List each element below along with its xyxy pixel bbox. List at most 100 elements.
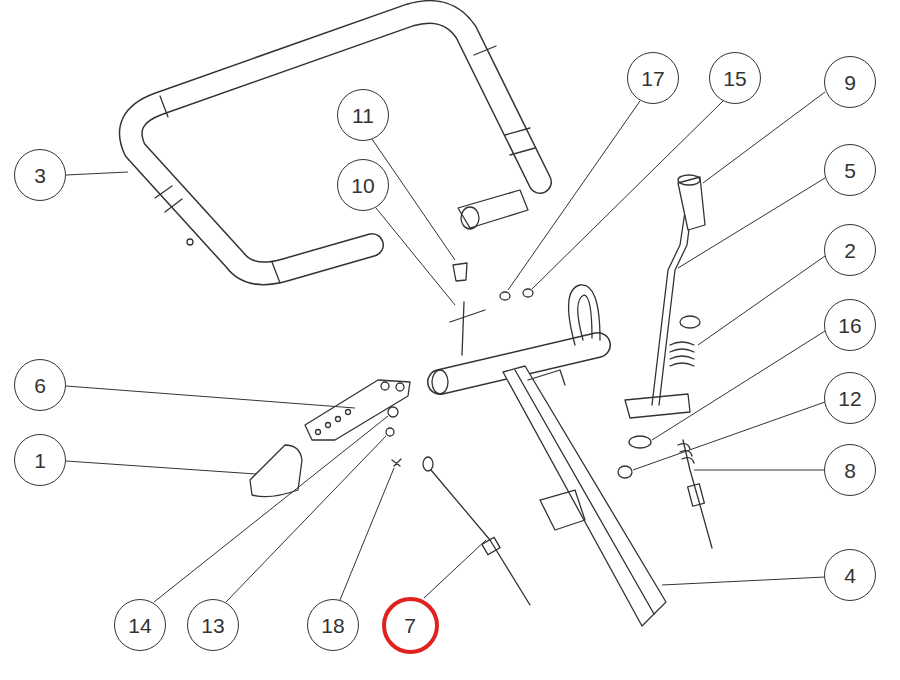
callout-label: 12 bbox=[838, 388, 861, 409]
callout-label: 1 bbox=[34, 450, 46, 471]
lever-plate bbox=[625, 394, 690, 418]
bracket bbox=[458, 190, 528, 228]
leader-line bbox=[694, 470, 825, 471]
washer bbox=[388, 407, 398, 417]
pin bbox=[510, 148, 535, 155]
pin bbox=[505, 128, 530, 135]
cable bbox=[431, 470, 530, 605]
leader-line bbox=[532, 101, 723, 289]
leader-line bbox=[652, 331, 825, 440]
callout-number: 9 bbox=[824, 56, 876, 108]
leader-line bbox=[678, 178, 825, 268]
cable-ferrule bbox=[482, 537, 500, 554]
leader-line bbox=[662, 577, 825, 585]
leader-lines bbox=[66, 92, 825, 602]
frame-edge bbox=[515, 370, 654, 614]
link-plate bbox=[305, 380, 410, 440]
leader-line bbox=[154, 416, 388, 602]
leader-line bbox=[66, 386, 355, 408]
grip-cover bbox=[250, 445, 302, 497]
callout-number: 18 bbox=[307, 599, 359, 651]
callout-label: 2 bbox=[844, 240, 856, 261]
cable-eye bbox=[423, 457, 433, 471]
callout-number: 16 bbox=[824, 299, 876, 351]
callout-label: 9 bbox=[844, 72, 856, 93]
washer bbox=[629, 436, 651, 448]
callout-number: 15 bbox=[709, 52, 761, 104]
callout-label: 16 bbox=[838, 315, 861, 336]
callout-number: 4 bbox=[824, 549, 876, 601]
callout-number: 13 bbox=[187, 599, 239, 651]
leader-line bbox=[698, 256, 825, 345]
knob-top bbox=[678, 175, 700, 185]
callout-label: 7 bbox=[404, 615, 416, 636]
leader-line bbox=[633, 402, 825, 470]
hole bbox=[316, 430, 321, 435]
frame-clip bbox=[528, 370, 565, 385]
hole bbox=[381, 382, 389, 390]
callout-label: 17 bbox=[641, 68, 664, 89]
tube-end bbox=[432, 370, 448, 394]
grip-mark bbox=[474, 46, 496, 55]
leader-line bbox=[66, 461, 256, 474]
grip-mark bbox=[155, 186, 172, 198]
hole bbox=[396, 383, 404, 391]
bracket-tube bbox=[461, 207, 479, 229]
hook-loop bbox=[578, 295, 592, 340]
washer bbox=[680, 316, 700, 328]
cap bbox=[453, 263, 467, 281]
nut bbox=[386, 428, 394, 436]
grip-mark bbox=[165, 199, 182, 212]
leader-line bbox=[703, 92, 825, 183]
hole bbox=[346, 410, 351, 415]
callout-label: 5 bbox=[844, 160, 856, 181]
callout-number: 6 bbox=[14, 359, 66, 411]
lever-rod bbox=[659, 205, 692, 405]
callout-number: 5 bbox=[824, 144, 876, 196]
nut bbox=[618, 466, 632, 478]
frame-bracket bbox=[540, 490, 585, 530]
callout-number: 1 bbox=[14, 434, 66, 486]
callout-number: 7 bbox=[382, 597, 439, 654]
callout-number: 17 bbox=[627, 52, 679, 104]
callout-number: 3 bbox=[14, 149, 66, 201]
grip-mark bbox=[272, 262, 280, 283]
washer bbox=[523, 289, 533, 297]
callout-label: 11 bbox=[352, 105, 374, 126]
callout-label: 14 bbox=[128, 615, 151, 636]
callout-label: 4 bbox=[844, 565, 856, 586]
callout-number: 11 bbox=[337, 89, 389, 141]
callout-label: 13 bbox=[201, 615, 224, 636]
cable bbox=[683, 440, 712, 548]
callout-label: 10 bbox=[351, 175, 374, 196]
leader-line bbox=[340, 468, 394, 600]
leader-line bbox=[376, 208, 455, 305]
callout-number: 2 bbox=[824, 224, 876, 276]
t-handle-bar bbox=[450, 310, 485, 322]
callout-label: 15 bbox=[723, 68, 746, 89]
t-handle-stem bbox=[462, 302, 464, 355]
pin bbox=[392, 459, 401, 466]
leader-line bbox=[66, 172, 128, 175]
callout-number: 14 bbox=[114, 599, 166, 651]
washer bbox=[500, 292, 510, 300]
hook-loop bbox=[569, 285, 600, 345]
callout-label: 6 bbox=[34, 375, 46, 396]
callout-number: 10 bbox=[337, 159, 389, 211]
frame-tube bbox=[503, 366, 666, 626]
lever-rod bbox=[652, 205, 686, 405]
callout-number: 12 bbox=[824, 372, 876, 424]
callout-label: 3 bbox=[34, 165, 46, 186]
callout-label: 18 bbox=[321, 615, 344, 636]
handle-bar-fill bbox=[131, 12, 540, 273]
cable-ferrule bbox=[688, 484, 705, 506]
bolt-hole bbox=[187, 239, 193, 245]
grip-mark bbox=[160, 96, 168, 117]
leader-line bbox=[226, 436, 386, 602]
spring bbox=[670, 342, 694, 366]
hole bbox=[336, 417, 341, 422]
handle-bar bbox=[131, 12, 540, 273]
callout-label: 8 bbox=[844, 460, 856, 481]
hole bbox=[326, 423, 331, 428]
